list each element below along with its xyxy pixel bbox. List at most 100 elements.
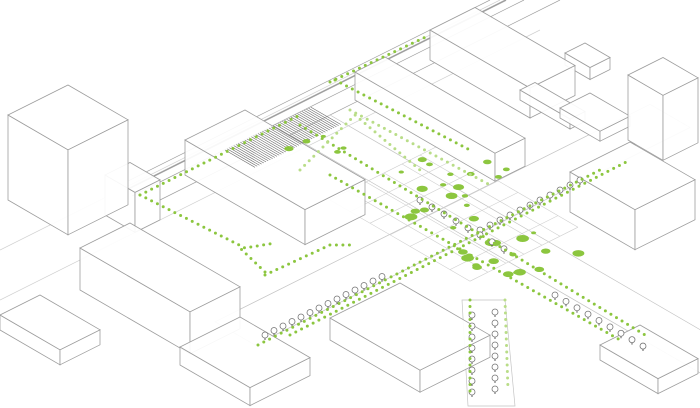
- station-canopy-hatch: [277, 123, 308, 142]
- station-canopy-hatch: [299, 112, 330, 131]
- lawn-patch: [502, 167, 510, 172]
- station-canopy-hatch: [260, 132, 291, 151]
- plaza-grid-line: [349, 157, 459, 212]
- station-canopy-hatch: [273, 125, 304, 144]
- tree-icon: [491, 363, 499, 371]
- plaza-grid-line: [419, 154, 561, 237]
- building-roof: [7, 84, 129, 151]
- plaza-grid-line: [383, 172, 525, 255]
- plaza-grid-line: [409, 192, 519, 247]
- building-roof: [354, 56, 526, 154]
- tree-icon: [617, 329, 625, 337]
- station-canopy-hatch: [268, 127, 300, 146]
- station-canopy-hatch: [227, 148, 258, 167]
- station-canopy-hatch: [238, 143, 269, 162]
- station-canopy-hatch: [295, 114, 326, 133]
- station-canopy-hatch: [262, 131, 293, 149]
- tree-icon: [491, 352, 499, 360]
- pedestrian-route: [348, 108, 492, 187]
- building: [354, 56, 526, 182]
- building: [599, 324, 699, 395]
- station-canopy-hatch: [279, 122, 311, 141]
- lawn-patch: [450, 226, 457, 230]
- station-canopy-hatch: [257, 133, 289, 152]
- tree-icon: [562, 297, 570, 305]
- pedestrian-route: [328, 173, 622, 342]
- building: [184, 109, 366, 246]
- tree-icon: [306, 309, 314, 316]
- station-canopy-hatch: [293, 115, 324, 134]
- lawn-patch: [398, 170, 404, 174]
- tree-icon: [595, 317, 603, 324]
- station-canopy-hatch: [249, 137, 280, 156]
- main-avenue: [289, 114, 700, 374]
- lawn-patch: [461, 194, 469, 198]
- building: [179, 316, 311, 407]
- tree-icon: [491, 319, 499, 327]
- building-roof: [599, 324, 699, 380]
- lawn-patch: [463, 203, 470, 207]
- lawn-patch: [453, 184, 465, 191]
- station-canopy-hatch: [244, 139, 275, 158]
- tree-icon: [551, 291, 559, 299]
- lawn-patch: [495, 174, 502, 179]
- station-canopy-hatch: [264, 129, 295, 148]
- tree-icon: [491, 385, 499, 393]
- station-canopy-hatch: [290, 116, 322, 135]
- tree-icon: [573, 304, 581, 312]
- tree-icon: [491, 330, 499, 338]
- lawn-patch: [302, 139, 311, 144]
- building-roof: [184, 109, 366, 211]
- tree-icon: [324, 300, 332, 307]
- pedestrian-route: [298, 112, 422, 172]
- pedestrian-route: [256, 168, 602, 347]
- tree-icon: [270, 327, 278, 334]
- building: [329, 282, 491, 393]
- pedestrian-route: [238, 246, 267, 274]
- station-canopy-hatch: [240, 142, 271, 160]
- station-canopy-hatch: [231, 146, 262, 165]
- tree-icon: [628, 336, 636, 344]
- building: [564, 42, 611, 81]
- tree-icon: [491, 374, 499, 382]
- lawn-patch: [410, 208, 421, 214]
- station-canopy-hatch: [251, 136, 282, 155]
- tree-icon: [261, 331, 269, 339]
- station-canopy-hatch: [308, 107, 339, 126]
- street-trees: [261, 176, 647, 397]
- plaza-grid-line: [365, 181, 507, 264]
- lawn-patch: [284, 146, 294, 152]
- station-canopy-hatch: [304, 110, 335, 129]
- lawn-patch: [419, 207, 429, 213]
- building-roof: [429, 7, 576, 89]
- station-canopy-hatch: [284, 120, 315, 138]
- station-canopy-hatch: [286, 118, 317, 137]
- lawn-patch: [468, 215, 479, 222]
- lawn-patch: [440, 183, 447, 187]
- lawn-patch: [445, 192, 458, 200]
- tree-icon: [369, 277, 377, 285]
- tree-icon: [491, 308, 499, 316]
- building: [569, 141, 696, 251]
- tree-icon: [279, 322, 287, 330]
- building-roof: [179, 316, 311, 389]
- plaza-grid-line: [401, 163, 543, 246]
- station-canopy-hatch: [271, 126, 302, 145]
- tree-icon: [351, 286, 359, 294]
- station-canopy-hatch: [224, 149, 256, 168]
- tree-icon: [606, 323, 614, 331]
- building: [627, 57, 699, 161]
- tree-icon: [360, 282, 368, 289]
- station-canopy-hatch: [235, 144, 267, 163]
- tree-icon: [333, 295, 341, 303]
- pedestrian-route: [288, 158, 632, 337]
- tree-icon: [297, 313, 305, 321]
- building-roof: [564, 42, 611, 68]
- lawn-patch: [541, 248, 551, 254]
- building-roof: [329, 282, 491, 371]
- pedestrian-route: [298, 123, 647, 337]
- tree-icon: [639, 342, 647, 350]
- lawn-patch: [516, 234, 529, 242]
- lawn-patch: [488, 258, 499, 265]
- building-roof: [569, 141, 696, 211]
